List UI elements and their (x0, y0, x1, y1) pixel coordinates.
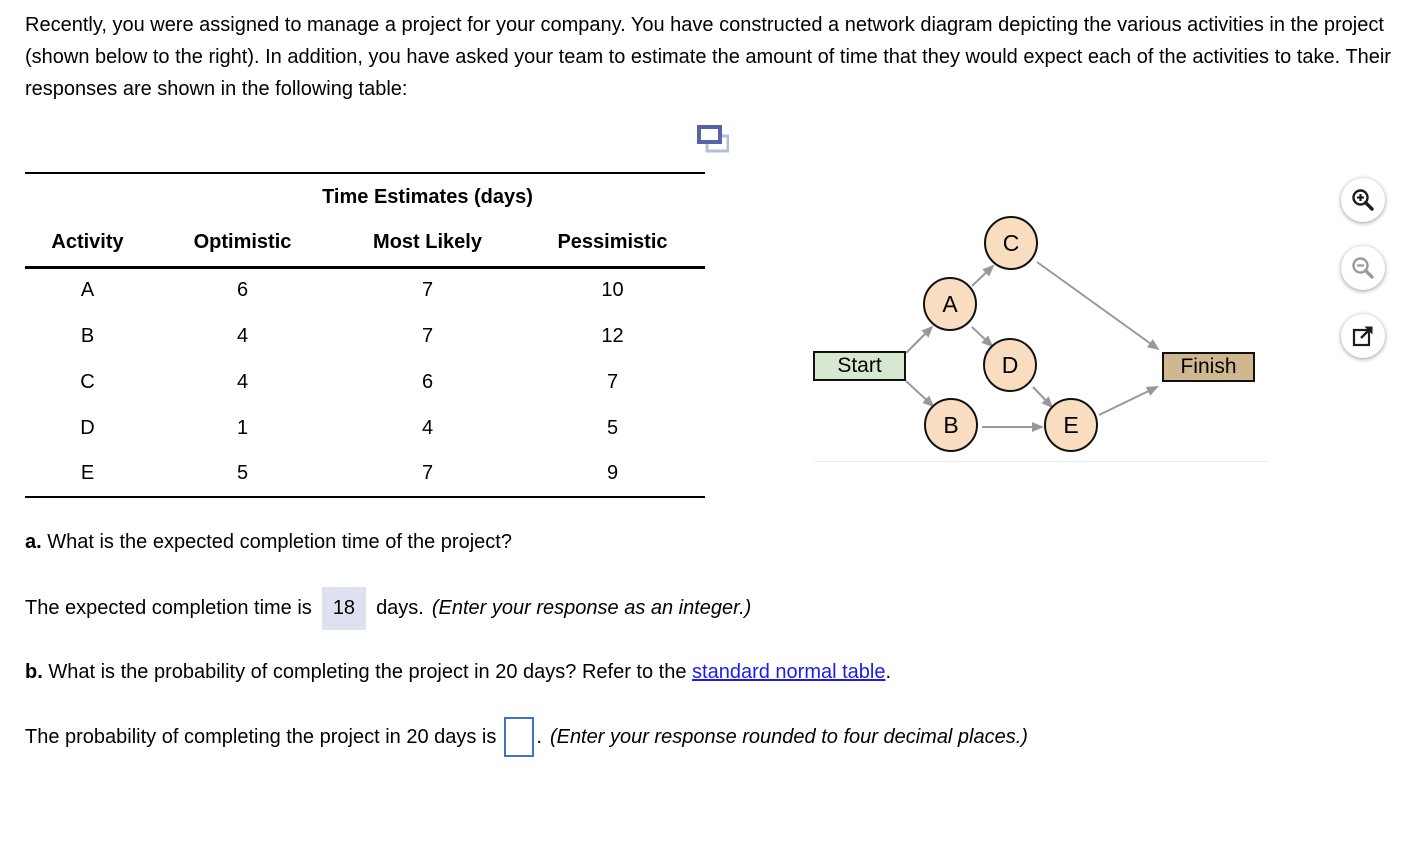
probability-input[interactable] (504, 717, 535, 757)
diagram-activity-node-b: B (924, 398, 978, 452)
question-b-label: b. (25, 661, 43, 683)
activity-cell: D (80, 416, 95, 439)
problem-intro-text: Recently, you were assigned to manage a … (25, 14, 1391, 100)
time-estimates-table: Time Estimates (days) Activity Optimisti… (25, 172, 705, 498)
pessimistic-cell: 9 (606, 462, 619, 484)
completion-time-answer-box[interactable]: 18 (321, 586, 367, 630)
answer-b-note: (Enter your response rounded to four dec… (549, 725, 1028, 748)
pessimistic-cell: 5 (606, 416, 619, 439)
zoom-in-icon (1352, 189, 1374, 211)
most-likely-cell: 7 (421, 462, 434, 484)
optimistic-cell: 6 (236, 279, 249, 302)
pessimistic-cell: 10 (601, 279, 624, 302)
answer-b-line: The probability of completing the projec… (25, 714, 1028, 760)
optimistic-cell: 1 (236, 416, 249, 439)
pessimistic-cell: 12 (601, 324, 624, 347)
activity-cell: C (80, 370, 95, 393)
optimistic-cell: 4 (236, 324, 249, 347)
question-b-text: What is the probability of completing th… (48, 661, 687, 683)
table-row: B 4 7 12 (25, 313, 705, 359)
question-a-text: What is the expected completion time of … (47, 531, 512, 553)
table-row: C 4 6 7 (25, 359, 705, 405)
table-row: E 5 7 9 (25, 451, 705, 497)
zoom-out-icon (1352, 257, 1374, 279)
diagram-activity-node-e: E (1044, 398, 1098, 452)
column-header-optimistic: Optimistic (150, 220, 335, 269)
table-row: A 6 7 10 (25, 267, 705, 313)
network-diagram: Start C A D B E Finish (813, 212, 1269, 462)
most-likely-cell: 6 (421, 370, 434, 393)
copy-icon (697, 125, 730, 153)
open-in-new-window-icon (1352, 326, 1373, 347)
table-group-header: Time Estimates (days) (322, 185, 533, 208)
answer-a-suffix: days. (376, 596, 424, 619)
table-row: D 1 4 5 (25, 405, 705, 451)
activity-cell: E (80, 462, 95, 484)
column-header-pessimistic: Pessimistic (520, 220, 705, 269)
diagram-finish-node: Finish (1162, 352, 1255, 382)
question-a-label: a. (25, 531, 42, 553)
question-b: b. What is the probability of completing… (25, 661, 891, 684)
zoom-in-button[interactable] (1341, 178, 1385, 222)
question-b-after-link: . (885, 661, 892, 683)
answer-a-note: (Enter your response as an integer.) (431, 596, 752, 619)
pessimistic-cell: 7 (606, 370, 619, 393)
activity-cell: A (80, 279, 95, 302)
standard-normal-table-link[interactable]: standard normal table (692, 661, 886, 683)
answer-b-after-box: . (536, 725, 542, 748)
answer-a-prefix: The expected completion time is (25, 596, 312, 619)
question-a: a. What is the expected completion time … (25, 531, 512, 554)
most-likely-cell: 4 (421, 416, 434, 439)
diagram-start-node: Start (813, 351, 906, 381)
optimistic-cell: 4 (236, 370, 249, 393)
diagram-activity-node-a: A (923, 277, 977, 331)
open-in-new-window-button[interactable] (1341, 314, 1385, 358)
most-likely-cell: 7 (421, 279, 434, 302)
most-likely-cell: 7 (421, 324, 434, 347)
zoom-out-button[interactable] (1341, 246, 1385, 290)
optimistic-cell: 5 (236, 462, 249, 484)
diagram-arrows (905, 261, 1160, 432)
copy-button[interactable] (696, 125, 730, 155)
column-header-activity: Activity (25, 220, 150, 269)
table-corner-cell (25, 173, 150, 220)
column-header-most-likely: Most Likely (335, 220, 520, 269)
answer-a-line: The expected completion time is 18 days.… (25, 586, 751, 630)
diagram-activity-node-c: C (984, 216, 1038, 270)
answer-b-prefix: The probability of completing the projec… (25, 725, 497, 748)
activity-cell: B (80, 324, 95, 347)
diagram-activity-node-d: D (983, 338, 1037, 392)
